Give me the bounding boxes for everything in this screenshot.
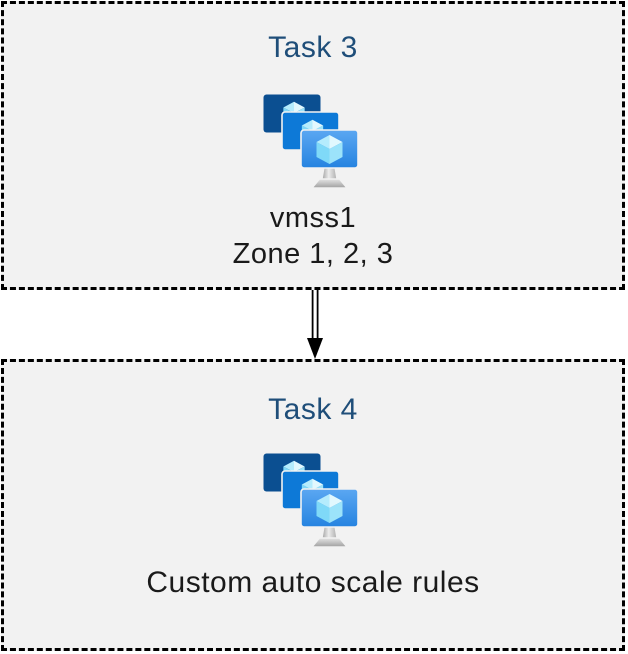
down-arrow-connector (307, 290, 323, 359)
task3-resource-name: vmss1 (269, 202, 357, 234)
vm-scale-sets-icon (263, 94, 363, 192)
task3-zones-label: Zone 1, 2, 3 (232, 238, 394, 270)
task4-description: Custom auto scale rules (146, 566, 480, 599)
task4-box: Task 4 Custom auto scale rules (1, 359, 625, 651)
task3-box: Task 3 vmss1 Zone 1, 2, 3 (1, 1, 625, 290)
vm-scale-sets-icon (263, 453, 363, 551)
task3-title: Task 3 (268, 31, 358, 64)
task4-title: Task 4 (268, 393, 358, 426)
